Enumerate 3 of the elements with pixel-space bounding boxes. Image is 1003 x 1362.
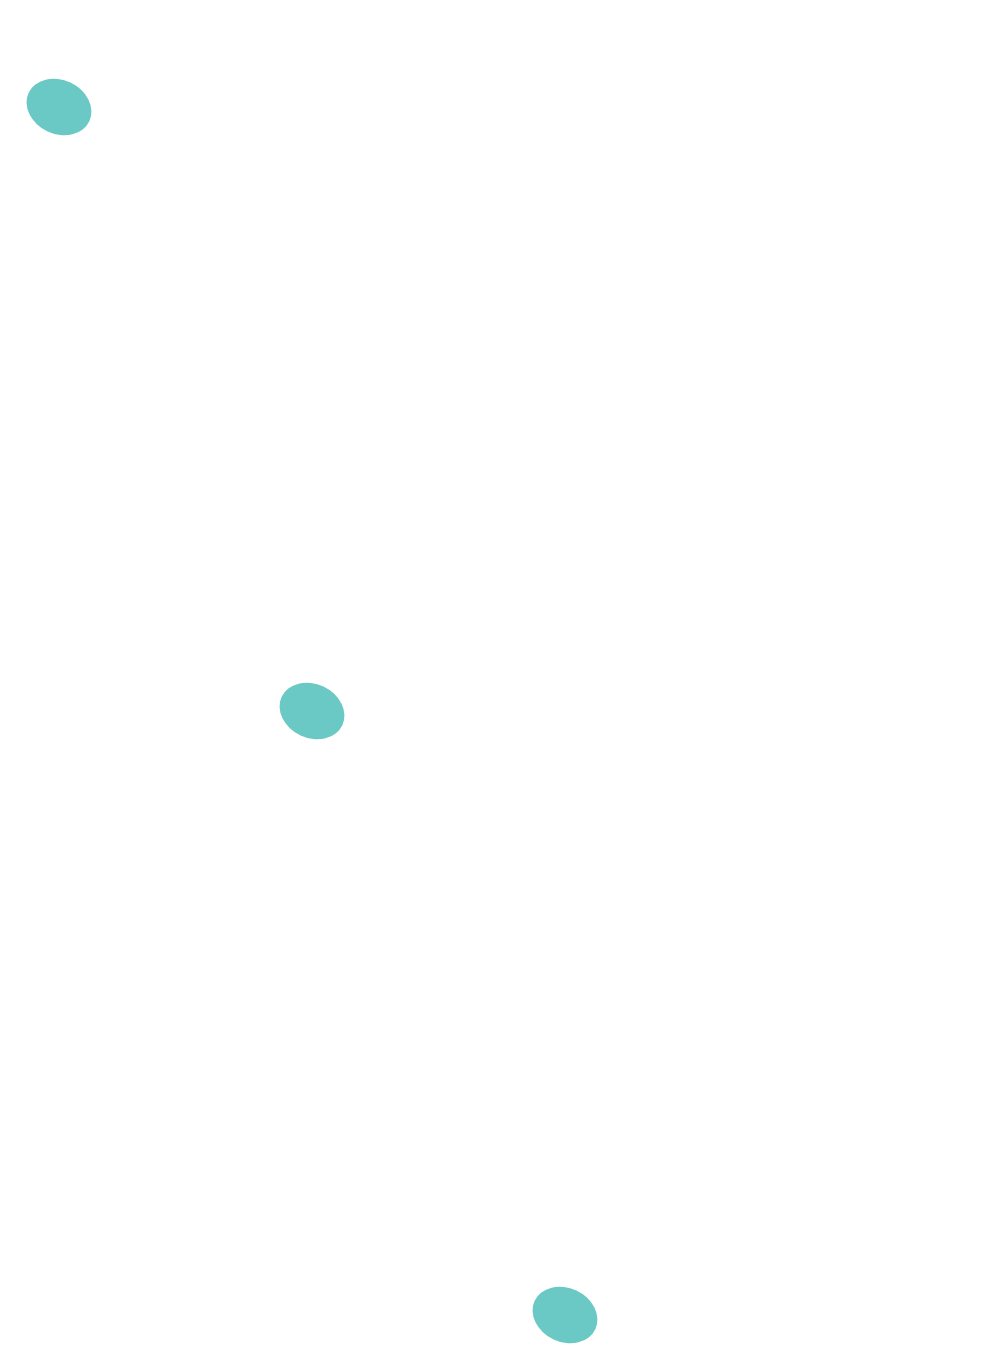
ellipse-shape	[531, 1285, 599, 1345]
ellipse-shape	[278, 681, 346, 741]
ellipse-shape	[25, 77, 93, 137]
